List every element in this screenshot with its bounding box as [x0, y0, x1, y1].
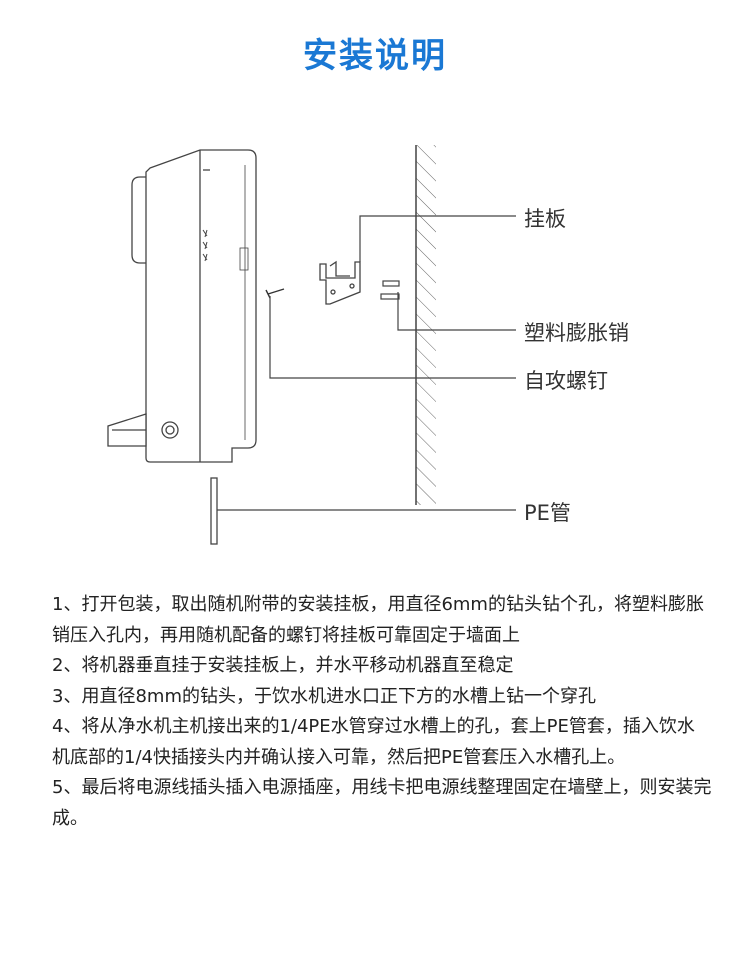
installation-diagram: [0, 130, 750, 560]
leader-lines: [217, 215, 516, 511]
step-2: 2、将机器垂直挂于安装挂板上，并水平移动机器直至稳定: [52, 655, 514, 676]
label-anchor: 塑料膨胀销: [524, 321, 629, 345]
anchor-icon: [380, 280, 400, 300]
step-1: 1、打开包装，取出随机附带的安装挂板，用直径6mm的钻头钻个孔，将塑料膨胀销压入…: [52, 594, 704, 646]
pe-pipe-icon: [210, 477, 218, 545]
step-3: 3、用直径8mm的钻头，于饮水机进水口正下方的水槽上钻一个穿孔: [52, 685, 596, 707]
screw-icon: [265, 288, 285, 299]
step-5: 5、最后将电源线插头插入电源插座，用线卡把电源线整理固定在墙壁上，则安装完成。: [52, 777, 712, 829]
label-pe-pipe: PE管: [524, 501, 571, 525]
hanger-plate: [319, 260, 361, 305]
page-title: 安装说明: [303, 36, 447, 76]
step-4: 4、将从净水机主机接出来的1/4PE水管穿过水槽上的孔，套上PE管套，插入饮水机…: [52, 716, 695, 768]
instruction-steps: 1、打开包装，取出随机附带的安装挂板，用直径6mm的钻头钻个孔，将塑料膨胀销压入…: [52, 590, 712, 834]
label-hanger: 挂板: [524, 207, 566, 231]
installation-diagram-svg: [107, 145, 516, 545]
label-screw: 自攻螺钉: [524, 369, 608, 393]
water-dispenser: [107, 149, 257, 463]
wall: [415, 145, 436, 505]
